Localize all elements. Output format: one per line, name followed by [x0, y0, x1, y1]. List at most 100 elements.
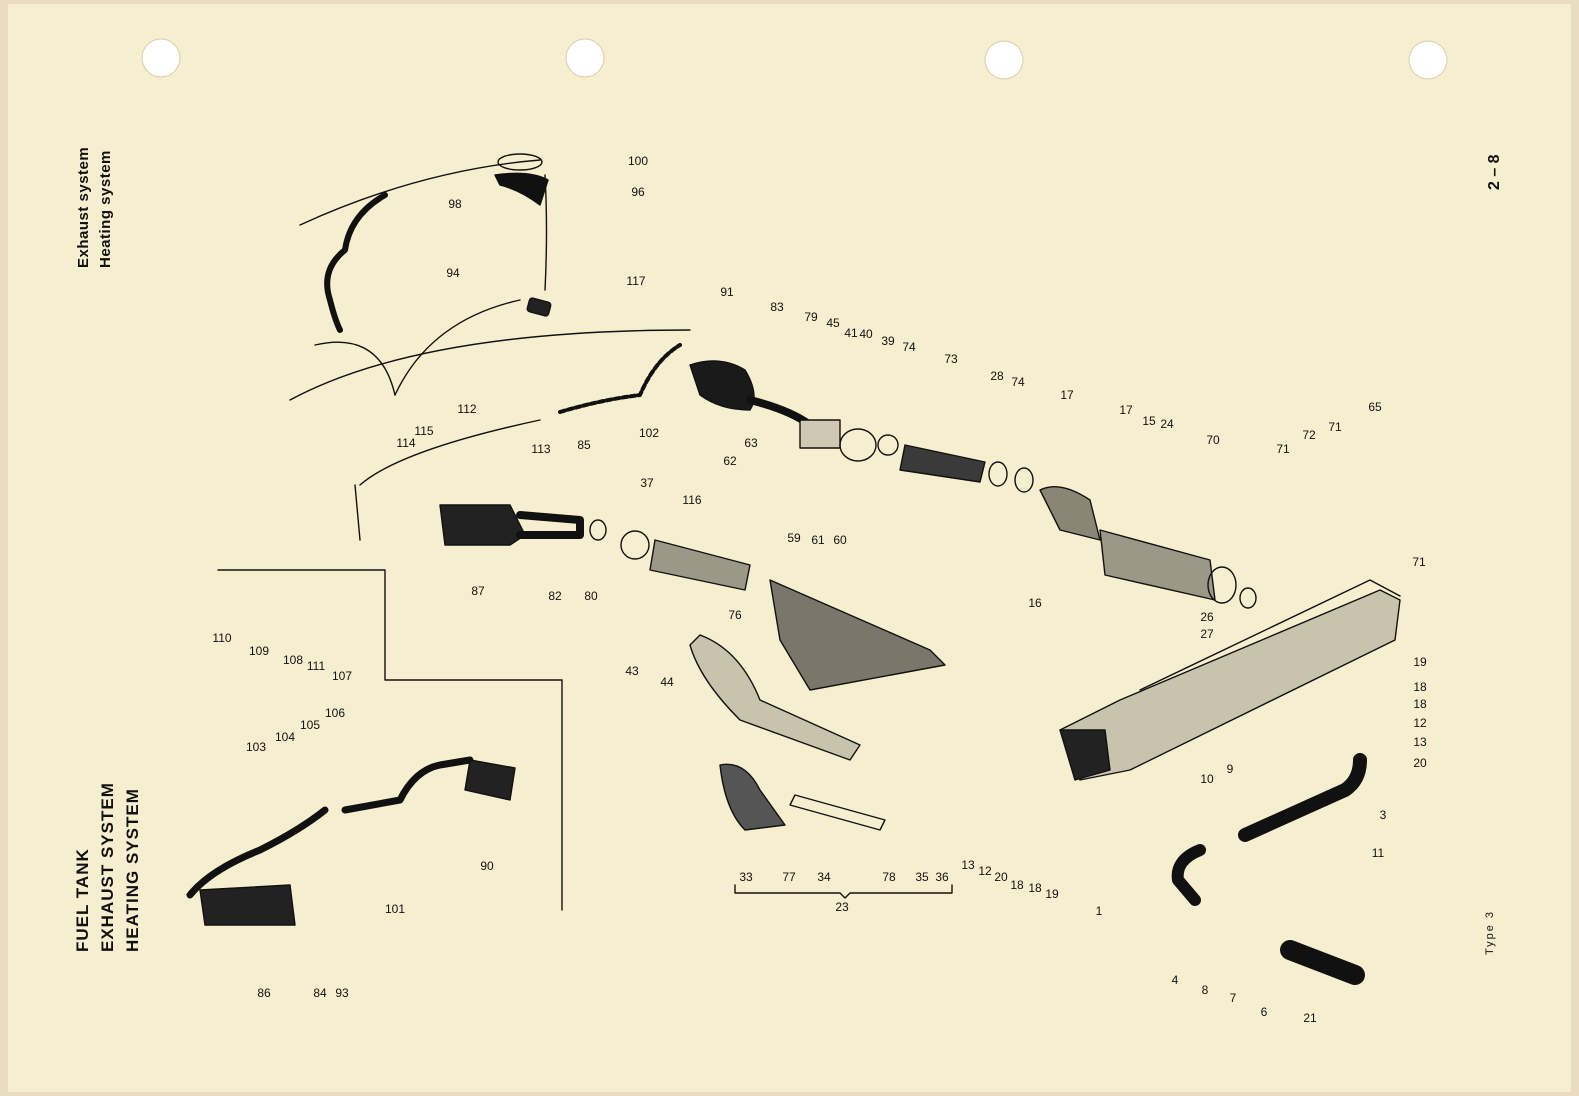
callout-33: 33: [739, 870, 753, 884]
callout-77: 77: [782, 870, 796, 884]
group-title-exhaust: EXHAUST SYSTEM: [98, 782, 117, 952]
callout-44: 44: [660, 675, 674, 689]
callout-10: 10: [1200, 772, 1214, 786]
callout-71: 71: [1412, 555, 1426, 569]
control-cable-102: [558, 343, 682, 414]
callout-104: 104: [275, 730, 295, 744]
callout-107: 107: [332, 669, 352, 683]
pipe-21: [1280, 940, 1365, 985]
cover-78: [769, 579, 946, 691]
callout-74: 74: [902, 340, 916, 354]
callout-12: 12: [978, 864, 992, 878]
callout-26: 26: [1200, 610, 1214, 624]
callout-1: 1: [1096, 904, 1103, 918]
group-bracket-label: 23: [835, 900, 849, 914]
callout-105: 105: [300, 718, 320, 732]
callout-59: 59: [787, 531, 801, 545]
callout-117: 117: [626, 274, 645, 288]
callout-13: 13: [1413, 735, 1427, 749]
group-title-heating: HEATING SYSTEM: [123, 788, 142, 952]
callout-70: 70: [1206, 433, 1220, 447]
hose-103: [186, 806, 329, 899]
callout-71: 71: [1276, 442, 1290, 456]
hose-101: [341, 756, 474, 814]
strip-34: [789, 794, 886, 831]
callout-43: 43: [625, 664, 639, 678]
callout-86: 86: [257, 986, 271, 1000]
callout-45: 45: [826, 316, 840, 330]
callout-82: 82: [548, 589, 562, 603]
callout-15: 15: [1142, 414, 1156, 428]
bellows-90: [464, 759, 516, 801]
callout-94: 94: [446, 266, 460, 280]
callout-71: 71: [1328, 420, 1342, 434]
callout-102: 102: [639, 426, 659, 440]
callout-9: 9: [1227, 762, 1234, 776]
callout-90: 90: [480, 859, 494, 873]
callout-84: 84: [313, 986, 327, 1000]
defroster-outlet-96: [494, 172, 549, 206]
callout-13: 13: [961, 858, 975, 872]
callout-27: 27: [1200, 627, 1214, 641]
callout-85: 85: [577, 438, 591, 452]
callout-11: 11: [1372, 846, 1385, 860]
callout-112: 112: [457, 402, 476, 416]
heat-exchanger-116: [620, 530, 751, 591]
callout-16: 16: [1028, 596, 1042, 610]
callout-34: 34: [817, 870, 831, 884]
callout-12: 12: [1413, 716, 1427, 730]
callout-21: 21: [1303, 1011, 1317, 1025]
callout-114: 114: [396, 436, 415, 450]
callout-20: 20: [1413, 756, 1427, 770]
callout-61: 61: [811, 533, 825, 547]
callout-17: 17: [1060, 388, 1074, 402]
callout-103: 103: [246, 740, 266, 754]
callout-101: 101: [385, 902, 405, 916]
group-bracket-23: [734, 884, 953, 899]
callout-60: 60: [833, 533, 847, 547]
callout-18: 18: [1413, 697, 1427, 711]
page-number: 2 – 8: [1486, 154, 1503, 190]
callout-19: 19: [1413, 655, 1427, 669]
tail-pipe-3: [1238, 753, 1367, 842]
section-title-heating: Heating system: [97, 150, 114, 268]
car-body-outline: [289, 159, 691, 541]
callout-6: 6: [1261, 1005, 1268, 1019]
callout-111: 111: [307, 659, 326, 673]
heater-cable-94: [324, 192, 388, 333]
section-title-exhaust: Exhaust system: [75, 146, 92, 268]
callout-74: 74: [1011, 375, 1025, 389]
group-title-fuel-tank: FUEL TANK: [73, 848, 92, 952]
callout-106: 106: [325, 706, 345, 720]
cover-33: [719, 763, 786, 831]
callout-8: 8: [1202, 983, 1209, 997]
callout-37: 37: [640, 476, 654, 490]
callout-36: 36: [935, 870, 949, 884]
cover-77: [689, 634, 861, 761]
callout-108: 108: [283, 653, 303, 667]
callout-115: 115: [414, 424, 433, 438]
fuel-tank-frame: [217, 569, 563, 911]
callout-73: 73: [944, 352, 958, 366]
callout-110: 110: [212, 631, 231, 645]
callout-20: 20: [994, 870, 1008, 884]
callout-39: 39: [881, 334, 895, 348]
flex-pipe-73: [899, 444, 1034, 493]
callout-18: 18: [1010, 878, 1024, 892]
callout-98: 98: [448, 197, 462, 211]
callout-41: 41: [844, 326, 858, 340]
callout-113: 113: [531, 442, 550, 456]
callout-109: 109: [249, 644, 269, 658]
callout-40: 40: [859, 327, 873, 341]
callout-62: 62: [723, 454, 737, 468]
callout-19: 19: [1045, 887, 1059, 901]
callout-87: 87: [471, 584, 485, 598]
callout-100: 100: [628, 154, 648, 168]
callout-24: 24: [1160, 417, 1174, 431]
heater-control-box: [799, 419, 899, 462]
callout-65: 65: [1368, 400, 1382, 414]
callout-76: 76: [728, 608, 742, 622]
